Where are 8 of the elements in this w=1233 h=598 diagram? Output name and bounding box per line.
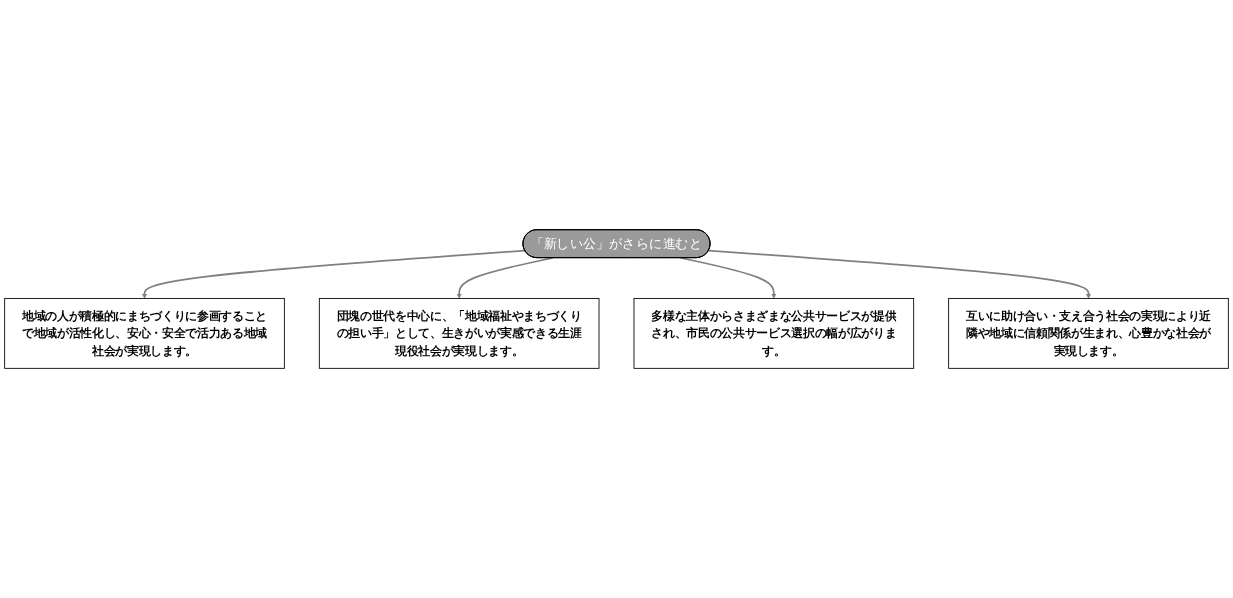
arrow xyxy=(679,257,777,299)
arrow xyxy=(141,249,526,299)
arrow xyxy=(707,249,1092,299)
arrow xyxy=(456,257,554,299)
node-box: 互いに助け合い・支え合う社会の実現により近隣や地域に信頼関係が生まれ、心豊かな社会が実現します。 xyxy=(948,298,1229,369)
node-box: 多様な主体からさまざまな公共サービスが提供され、市民の公共サービス選択の幅が広がります。 xyxy=(633,298,915,369)
node-box: 団塊の世代を中心に、「地域福祉やまちづくりの担い手」として、生きがいが実感できる生涯現役社会が実現します。 xyxy=(318,298,600,369)
node-box: 地域の人が積極的にまちづくりに参画することで地域が活性化し、安心・安全で活力ある地域社会が実現します。 xyxy=(4,298,285,369)
